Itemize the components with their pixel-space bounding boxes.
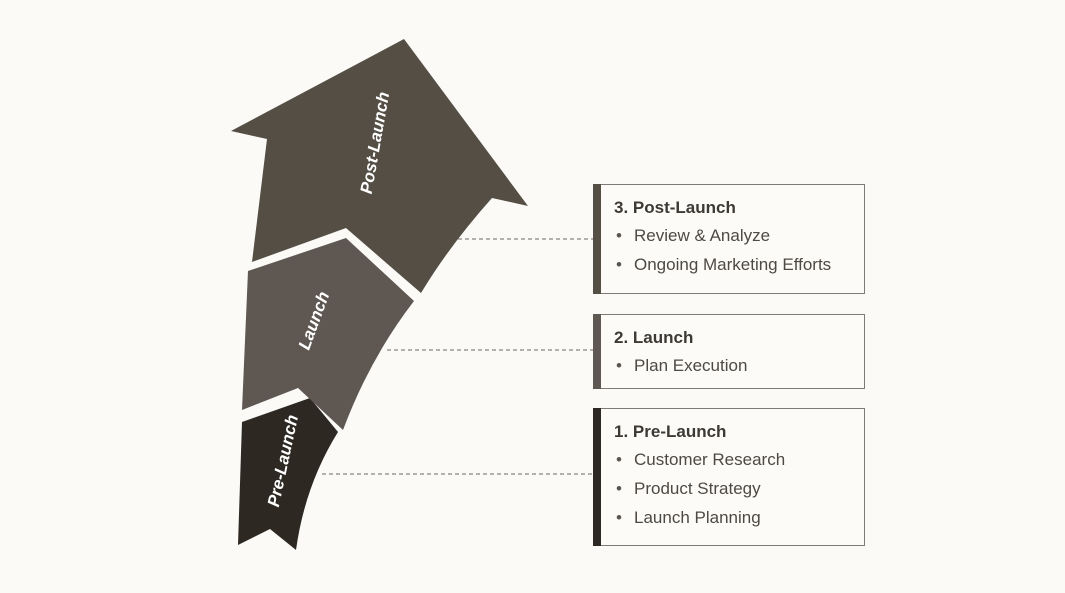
- card-title: 3. Post-Launch: [614, 195, 852, 221]
- list-item: Ongoing Marketing Efforts: [614, 250, 852, 279]
- list-item: Product Strategy: [614, 474, 852, 503]
- stage-items: Plan Execution: [614, 351, 852, 380]
- stage-name: Launch: [632, 328, 694, 347]
- stage-items: Review & Analyze Ongoing Marketing Effor…: [614, 221, 852, 279]
- stage-number: 3.: [614, 198, 629, 217]
- post-launch-arrow-segment: [231, 39, 528, 293]
- pre-launch-card: 1. Pre-Launch Customer Research Product …: [593, 408, 865, 546]
- stage-items: Customer Research Product Strategy Launc…: [614, 445, 852, 532]
- list-item: Plan Execution: [614, 351, 852, 380]
- pre-launch-arrow-segment: [238, 398, 338, 550]
- list-item: Review & Analyze: [614, 221, 852, 250]
- launch-card: 2. Launch Plan Execution: [593, 314, 865, 389]
- stage-name: Pre-Launch: [632, 422, 727, 441]
- card-title: 1. Pre-Launch: [614, 419, 852, 445]
- stage-number: 2.: [614, 328, 629, 347]
- stage-number: 1.: [614, 422, 629, 441]
- list-item: Launch Planning: [614, 503, 852, 532]
- card-title: 2. Launch: [614, 325, 852, 351]
- list-item: Customer Research: [614, 445, 852, 474]
- launch-arrow-segment: [242, 238, 414, 430]
- post-launch-card: 3. Post-Launch Review & Analyze Ongoing …: [593, 184, 865, 294]
- stage-name: Post-Launch: [632, 198, 736, 217]
